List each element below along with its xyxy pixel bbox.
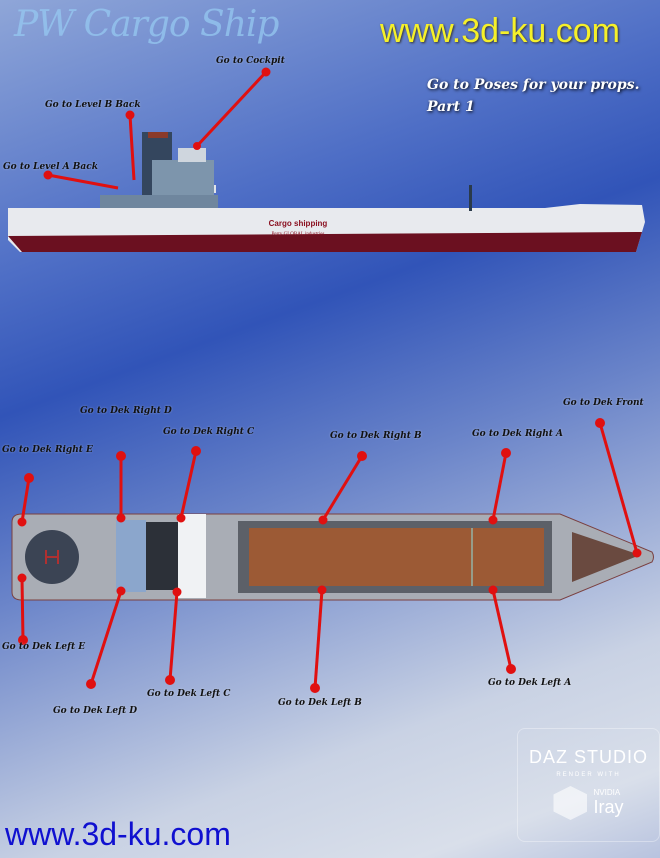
watermark-bottom: www.3d-ku.com [5,816,231,852]
watermark-top: www.3d-ku.com [380,12,620,50]
label-dek-right-d[interactable]: Go to Dek Right D [80,406,172,416]
label-dek-left-e[interactable]: Go to Dek Left E [2,642,86,652]
top-view-ship [11,513,654,601]
label-dek-right-e[interactable]: Go to Dek Right E [2,445,93,455]
daz-iray-badge: DAZ STUDIO RENDER WITH NVIDIA Iray [517,728,660,842]
side-view-ship: Cargo shipping Perry GLOBAL industries [8,132,645,252]
label-dek-front[interactable]: Go to Dek Front [563,398,644,408]
hull-text-main: Cargo shipping [269,219,328,228]
label-dek-right-b[interactable]: Go to Dek Right B [330,431,422,441]
label-dek-left-c[interactable]: Go to Dek Left C [147,689,231,699]
label-level-b-back[interactable]: Go to Level B Back [45,100,141,110]
label-dek-right-c[interactable]: Go to Dek Right C [163,427,255,437]
label-cockpit[interactable]: Go to Cockpit [216,56,285,66]
instructions-line2: Part 1 [427,99,475,115]
badge-iray: Iray [593,797,624,817]
badge-render-with: RENDER WITH [556,772,621,778]
pointer-lines [17,67,642,693]
instructions: Go to Poses for your props. Part 1 [427,74,639,118]
label-level-a-back[interactable]: Go to Level A Back [3,162,98,172]
label-dek-left-d[interactable]: Go to Dek Left D [53,706,138,716]
badge-daz: DAZ STUDIO [528,747,648,767]
instructions-line1: Go to Poses for your props. [427,77,640,93]
iray-logo-icon [553,786,588,820]
label-dek-left-b[interactable]: Go to Dek Left B [278,698,362,708]
badge-nvidia: NVIDIA [593,788,621,797]
hull-text-sub: Perry GLOBAL industries [272,232,325,237]
label-dek-right-a[interactable]: Go to Dek Right A [472,429,564,439]
label-dek-left-a[interactable]: Go to Dek Left A [488,678,572,688]
product-title: PW Cargo Ship [14,4,279,45]
